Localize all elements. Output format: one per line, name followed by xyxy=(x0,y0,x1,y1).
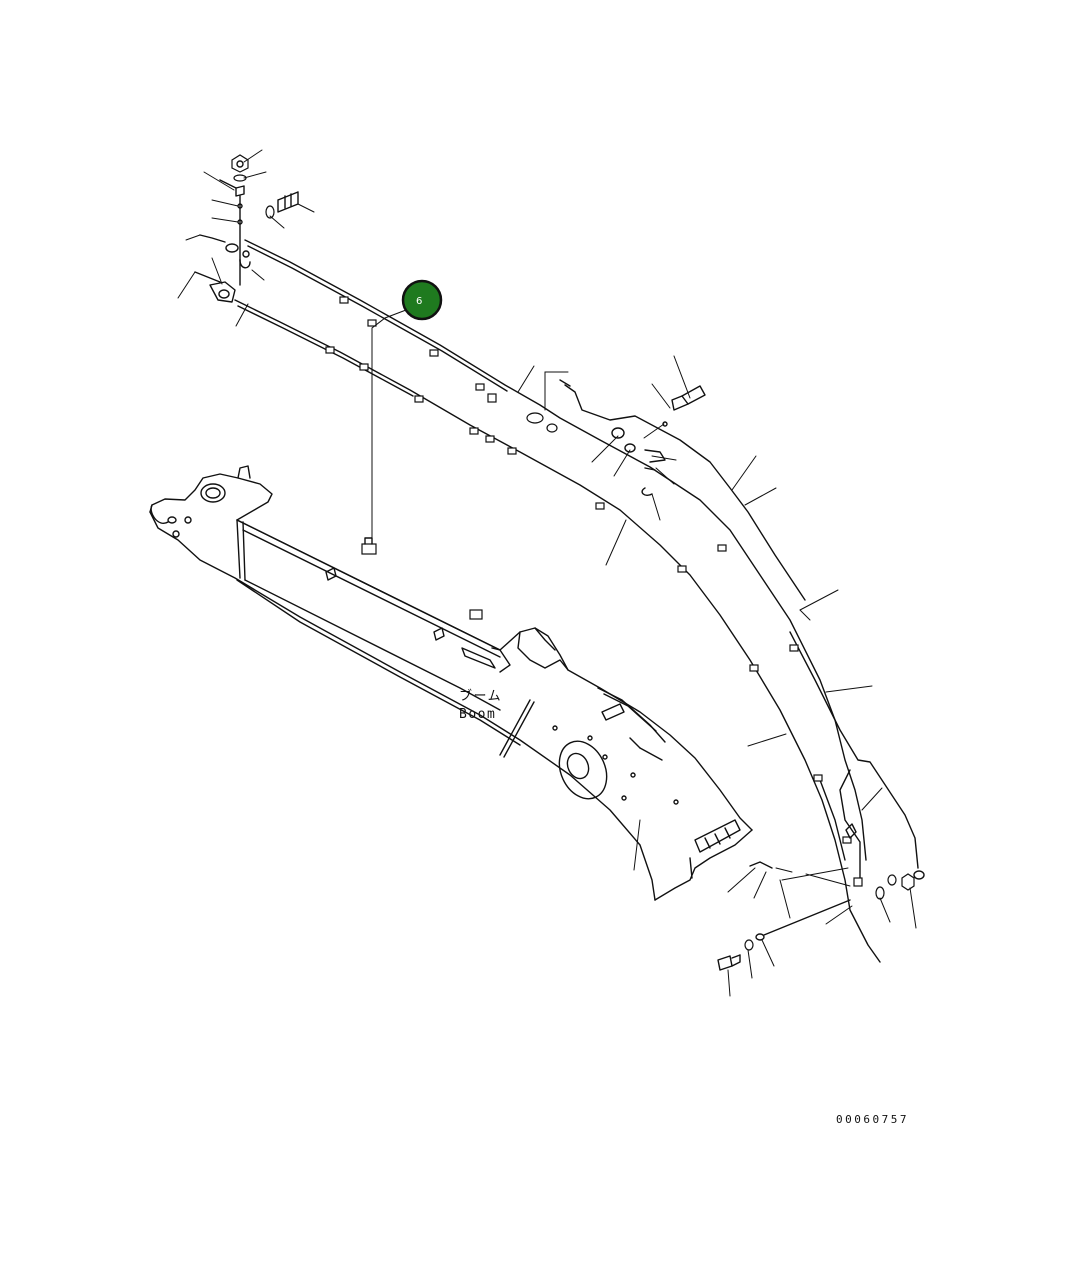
bottom-hardware xyxy=(717,823,925,971)
callout-circle[interactable] xyxy=(401,279,443,321)
hydraulic-pipes xyxy=(234,239,919,963)
boom-label-japanese: ブーム xyxy=(459,688,502,704)
mid-hardware xyxy=(526,385,706,497)
callout-6[interactable]: 6 xyxy=(401,279,443,321)
callout-number: 6 xyxy=(416,296,422,307)
boom-label-english: Boom xyxy=(459,707,496,722)
leader-lines xyxy=(177,149,917,997)
drawing-number: 00060757 xyxy=(836,1113,909,1126)
left-end-hardware xyxy=(194,154,299,303)
boom-body xyxy=(149,465,753,901)
pipe-clamps xyxy=(325,296,863,887)
